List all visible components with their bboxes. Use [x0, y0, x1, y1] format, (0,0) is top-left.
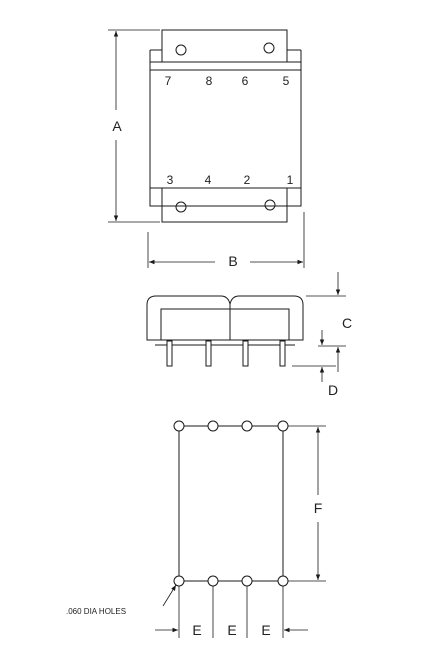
- dimension-c-label: C: [342, 315, 352, 331]
- pin-number-top: 5: [283, 74, 290, 88]
- pin-number-top: 7: [165, 74, 172, 88]
- pcb-hole-icon: [241, 575, 253, 587]
- pin-number-bottom: 2: [244, 173, 251, 187]
- hole-note-leader: [162, 584, 177, 607]
- mounting-hole-icon: [175, 44, 187, 56]
- pcb-hole-icon: [173, 575, 185, 587]
- pcb-hole-icon: [277, 575, 289, 587]
- mounting-hole-icon: [264, 199, 276, 211]
- side-pin: [242, 340, 249, 367]
- transformer-body: [149, 61, 302, 207]
- pin-number-top: 8: [206, 74, 213, 88]
- dimension-f-label: F: [314, 500, 323, 516]
- dimension-d-label: D: [328, 382, 338, 398]
- side-body-window: [160, 308, 290, 341]
- mounting-hole-icon: [263, 42, 275, 54]
- dimension-e-label: E: [261, 622, 270, 638]
- hole-note-label: .060 DIA HOLES: [66, 607, 126, 616]
- pin-number-bottom: 4: [205, 173, 212, 187]
- dimension-a-label: A: [112, 118, 122, 134]
- top-mounting-bracket: [161, 29, 288, 63]
- hole-pattern-view: F E E E .060 DIA HOLES: [66, 420, 326, 638]
- pcb-hole-icon: [207, 420, 219, 432]
- side-view: C D: [146, 272, 352, 398]
- dimension-b-label: B: [228, 253, 237, 269]
- pin-number-top: 6: [242, 74, 249, 88]
- side-body-outline: [146, 295, 304, 341]
- pcb-hole-icon: [277, 420, 289, 432]
- footprint-outline: [178, 425, 284, 582]
- pin-number-bottom: 1: [287, 173, 294, 187]
- dimension-e-label: E: [227, 622, 236, 638]
- bottom-mounting-bracket: [161, 187, 288, 223]
- side-pin: [166, 340, 173, 367]
- side-pin: [279, 340, 286, 367]
- mounting-hole-icon: [175, 201, 187, 213]
- pcb-hole-icon: [241, 420, 253, 432]
- side-pin: [205, 340, 212, 367]
- dimension-e-label: E: [192, 622, 201, 638]
- pin-number-bottom: 3: [167, 173, 174, 187]
- pcb-hole-icon: [173, 420, 185, 432]
- top-view: 7 8 6 5 3 4 2 1 A B: [108, 29, 305, 269]
- pcb-hole-icon: [207, 575, 219, 587]
